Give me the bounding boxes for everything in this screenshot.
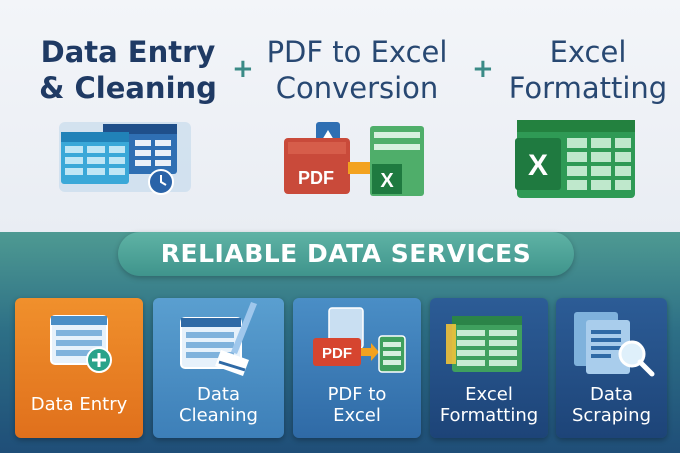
card-label-line: Data: [197, 384, 240, 405]
card-label: Data Cleaning: [153, 384, 284, 426]
pdf-badge-text: PDF: [322, 345, 352, 362]
section-banner: RELIABLE DATA SERVICES: [118, 232, 574, 276]
card-label-line: Excel: [333, 405, 381, 426]
card-label: Data Entry: [15, 394, 143, 415]
card-label: Excel Formatting: [430, 384, 548, 426]
excel-x-text: X: [528, 149, 548, 182]
card-label: Data Scraping: [556, 384, 667, 426]
card-label-line: PDF to: [327, 384, 387, 405]
card-label-line: Data: [590, 384, 633, 405]
plus-sign: +: [472, 54, 494, 84]
pdf-badge-text: PDF: [298, 168, 334, 188]
service-card-pdf-to-excel[interactable]: PDF PDF to Excel: [293, 298, 421, 438]
spreadsheet-clock-icon: [59, 122, 191, 195]
service-card-excel-formatting[interactable]: Excel Formatting: [430, 298, 548, 438]
headline-line: PDF to Excel: [266, 35, 448, 69]
service-card-data-scraping[interactable]: Data Scraping: [556, 298, 667, 438]
card-label-line: Excel: [465, 384, 513, 405]
headline-line: Data Entry: [40, 35, 216, 69]
excel-formatting-illustration: X: [515, 120, 635, 198]
card-label: PDF to Excel: [293, 384, 421, 426]
card-label-line: Cleaning: [179, 405, 258, 426]
headline-line: Conversion: [275, 71, 439, 105]
headline-line: Excel: [549, 35, 627, 69]
headline-excel-formatting: Excel Formatting: [498, 34, 678, 106]
headline-pdf-to-excel: PDF to Excel Conversion: [252, 34, 462, 106]
card-label-line: Data Entry: [30, 394, 128, 415]
banner-text: RELIABLE DATA SERVICES: [160, 239, 532, 268]
pdf-to-excel-illustration: PDF X: [284, 122, 424, 196]
excel-formatting-icon: [446, 316, 522, 372]
pdf-to-excel-icon: PDF: [313, 307, 406, 373]
service-card-data-entry[interactable]: Data Entry: [15, 298, 143, 438]
plus-sign: +: [232, 54, 254, 84]
data-entry-icon: [50, 315, 112, 373]
headline-line: Formatting: [508, 71, 668, 105]
data-scraping-icon: [574, 312, 655, 377]
service-card-data-cleaning[interactable]: Data Cleaning: [153, 298, 284, 438]
headline-line: & Cleaning: [39, 71, 217, 105]
excel-badge-text: X: [380, 170, 394, 192]
data-cleaning-icon: [180, 302, 257, 376]
headline-data-entry-cleaning: Data Entry & Cleaning: [28, 34, 228, 106]
card-label-line: Scraping: [571, 405, 651, 426]
card-label-line: Formatting: [439, 405, 539, 426]
